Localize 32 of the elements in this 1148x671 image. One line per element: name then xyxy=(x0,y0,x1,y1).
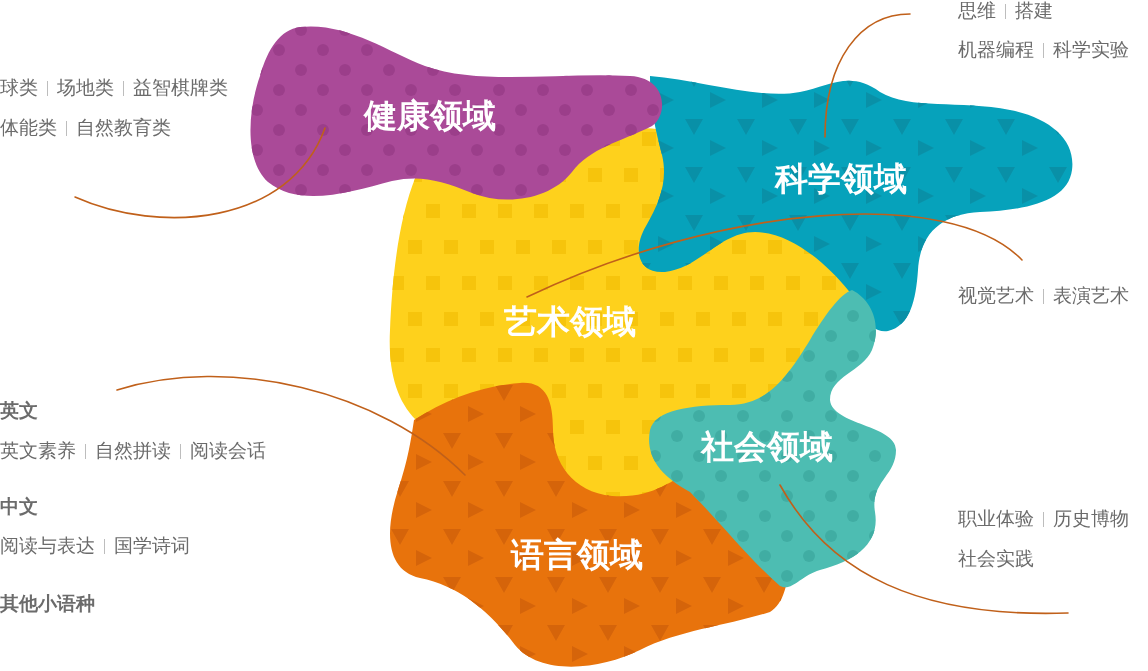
topic-label: 场地类 xyxy=(57,76,114,100)
topic-label: 体能类 xyxy=(0,116,57,140)
topic-label: 自然教育类 xyxy=(76,116,171,140)
leader-line xyxy=(779,484,1069,615)
region-label: 艺术领域 xyxy=(504,302,636,342)
leader-line xyxy=(116,375,466,476)
topic-label: 机器编程 xyxy=(958,38,1034,62)
topic-label: 职业体验 xyxy=(958,507,1034,531)
topic-label: 搭建 xyxy=(1015,0,1053,23)
topic-heading: 其他小语种 xyxy=(0,592,95,616)
region-label: 社会领域 xyxy=(701,427,833,467)
topic-label: 历史博物 xyxy=(1053,507,1129,531)
topic-label: 科学实验 xyxy=(1053,38,1129,62)
region-label: 科学领域 xyxy=(775,159,907,199)
topic-label: 表演艺术 xyxy=(1053,284,1129,308)
topic-label: 英文素养 xyxy=(0,439,76,463)
topic-label: 自然拼读 xyxy=(95,439,171,463)
topic-label: 思维 xyxy=(958,0,996,23)
region-label: 健康领域 xyxy=(364,96,496,136)
topic-label: 益智棋牌类 xyxy=(133,76,228,100)
leader-line xyxy=(824,13,911,138)
leader-line xyxy=(526,213,1023,298)
leader-line xyxy=(74,127,326,219)
topic-label: 视觉艺术 xyxy=(958,284,1034,308)
topic-label: 球类 xyxy=(0,76,38,100)
topic-label: 阅读会话 xyxy=(190,439,266,463)
region-label: 语言领域 xyxy=(511,535,643,575)
topic-label: 阅读与表达 xyxy=(0,534,95,558)
topic-label: 国学诗词 xyxy=(114,534,190,558)
topic-label: 社会实践 xyxy=(958,547,1034,571)
topic-heading: 中文 xyxy=(0,495,38,519)
topic-heading: 英文 xyxy=(0,399,38,423)
